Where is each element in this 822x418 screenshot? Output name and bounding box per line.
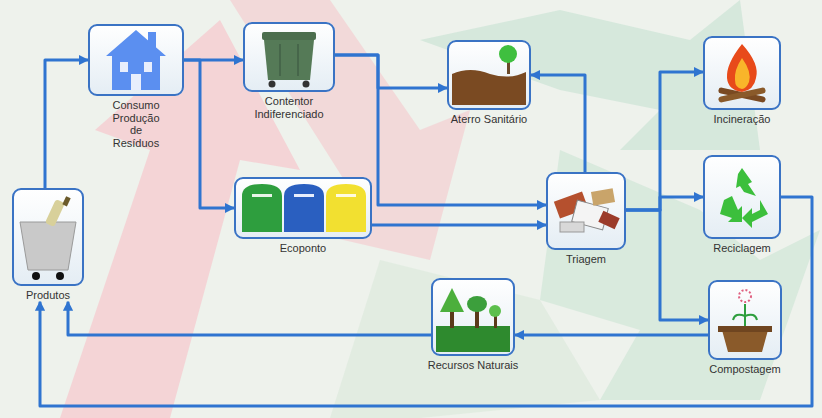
sorting-icon bbox=[554, 188, 620, 232]
flow-arrow bbox=[626, 210, 708, 320]
icon-box: Triagem bbox=[546, 172, 626, 266]
house-icon bbox=[106, 30, 166, 90]
icon-box: Incineração bbox=[703, 36, 781, 126]
compost-icon bbox=[718, 290, 772, 352]
box-frame bbox=[447, 40, 531, 110]
box-frame bbox=[234, 177, 372, 239]
box-frame bbox=[703, 36, 781, 110]
node-label: Consumo Produção de Resíduos bbox=[106, 99, 166, 150]
node-label: Compostagem bbox=[695, 363, 795, 376]
icon-box: Aterro Sanitário bbox=[447, 40, 531, 126]
flow-arrow bbox=[531, 75, 585, 172]
ecoponto-icon bbox=[242, 184, 366, 232]
flow-arrow bbox=[335, 55, 447, 88]
flow-arrow bbox=[626, 197, 703, 210]
flow-arrow bbox=[40, 197, 812, 406]
flow-arrow bbox=[184, 60, 234, 208]
background-arrows bbox=[60, 0, 820, 418]
flow-arrow bbox=[626, 72, 703, 210]
node-label: Triagem bbox=[536, 253, 636, 266]
box-frame bbox=[431, 278, 515, 356]
flow-arrow bbox=[372, 224, 546, 227]
box-frame bbox=[243, 22, 335, 92]
nature-icon bbox=[436, 288, 510, 352]
box-frame bbox=[88, 24, 184, 96]
icon-box: Recursos Naturais bbox=[431, 278, 515, 372]
flow-arrow bbox=[68, 302, 431, 335]
icon-box: Produtos bbox=[12, 188, 84, 302]
icon-box: Consumo Produção de Resíduos bbox=[88, 24, 184, 150]
node-label: Reciclagem bbox=[692, 242, 792, 255]
node-label: Contentor Indiferenciado bbox=[239, 95, 339, 120]
node-label: Aterro Sanitário bbox=[449, 113, 529, 126]
flow-arrow bbox=[335, 55, 546, 205]
icon-box: Contentor Indiferenciado bbox=[243, 22, 335, 120]
icon-box: Ecoponto bbox=[234, 177, 372, 255]
icon-box: Compostagem bbox=[708, 280, 782, 376]
node-label: Incineração bbox=[692, 113, 792, 126]
bin-icon bbox=[262, 32, 316, 88]
box-frame bbox=[703, 155, 781, 239]
box-frame bbox=[12, 188, 84, 286]
flow-arrow bbox=[515, 334, 708, 337]
box-frame bbox=[708, 280, 782, 360]
landfill-icon bbox=[452, 45, 526, 105]
cart-icon bbox=[20, 196, 76, 280]
icon-box: Reciclagem bbox=[703, 155, 781, 255]
box-frame bbox=[546, 172, 626, 250]
node-label: Produtos bbox=[0, 289, 98, 302]
frame-fills bbox=[12, 22, 782, 360]
node-label: Ecoponto bbox=[243, 242, 363, 255]
recycle-icon bbox=[720, 168, 768, 228]
flow-arrow bbox=[45, 60, 88, 188]
fire-icon bbox=[718, 44, 766, 103]
node-label: Recursos Naturais bbox=[403, 359, 543, 372]
